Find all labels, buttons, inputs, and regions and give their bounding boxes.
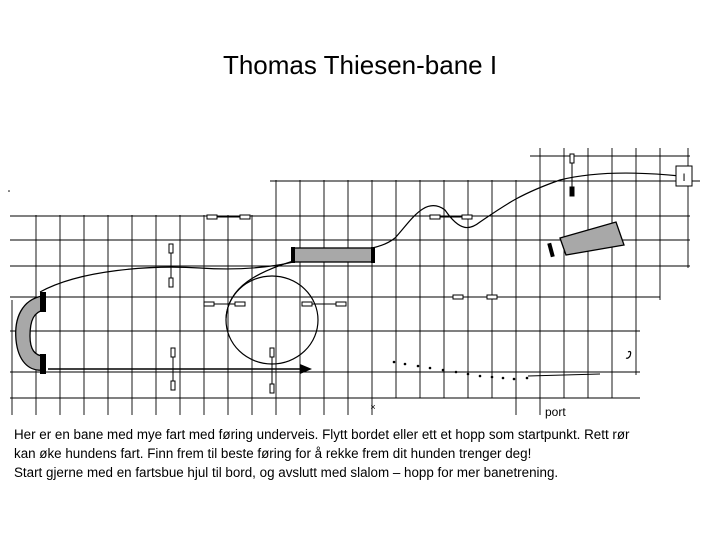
finish-label: I [682,172,685,184]
slalom-dots [392,360,529,381]
course-grid [10,148,700,415]
course-map: I × port [8,148,700,419]
small-marker: × [370,402,375,412]
chute-tunnel [559,221,625,256]
description-line-2: kan øke hundens fart. Finn frem til best… [14,446,532,461]
jump-posts [168,153,575,394]
pipe-tunnel [292,247,374,263]
description-line-1: Her er en bane med mye fart med føring u… [14,427,630,442]
jump-bars [203,214,498,307]
curved-tunnel [15,295,45,371]
hook-icon [625,350,632,359]
slalom-lines [527,373,601,377]
port-label: port [545,405,566,419]
slide-title: Thomas Thiesen-bane I [222,50,498,80]
finish-box [675,165,693,187]
dog-path [39,172,681,293]
description: Her er en bane med mye fart med føring u… [14,425,714,482]
description-line-3: Start gjerne med en fartsbue hjul til bo… [14,465,559,480]
